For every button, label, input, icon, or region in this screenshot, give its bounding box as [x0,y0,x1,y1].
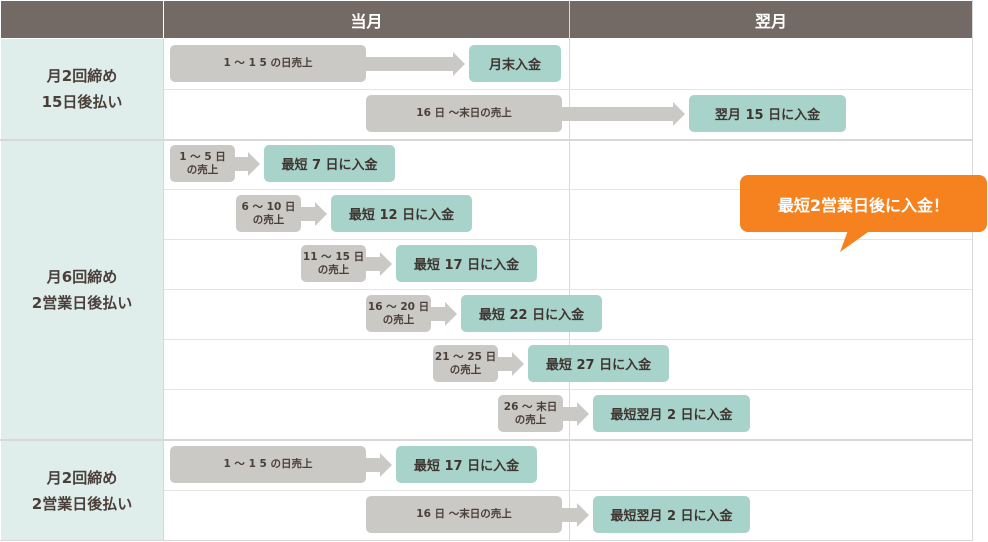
arrow-right-icon [561,503,589,527]
payment-box: 翌月 15 日に入金 [689,95,846,132]
arrow-right-icon [562,402,589,426]
sales-period-box: 16 日 ～末日の売上 [366,496,562,533]
arrow-right-icon [430,302,457,326]
row-divider [164,490,972,491]
arrow-right-icon [234,152,260,176]
sales-period-box: 16 ～ 20 日 の売上 [366,295,431,332]
row-divider [164,189,972,190]
arrow-right-icon [561,102,685,126]
row-divider [164,239,972,240]
sales-period-box: 16 日 ～末日の売上 [366,95,562,132]
arrow-right-icon [497,352,524,376]
sales-period-box: 1 ～ 1 5 の日売上 [170,45,366,82]
arrow-right-icon [365,52,465,76]
group-label-2: 月6回締め 2営業日後払い [1,141,163,439]
payment-box: 最短 27 日に入金 [528,345,669,382]
group-label-3: 月2回締め 2営業日後払い [1,441,163,540]
sales-period-box: 21 ～ 25 日 の売上 [433,345,498,382]
payment-box: 月末入金 [469,45,561,82]
sales-period-box: 11 ～ 15 日 の売上 [301,245,366,282]
arrow-right-icon [365,453,392,477]
payment-box: 最短 7 日に入金 [264,145,395,182]
sales-period-box: 1 ～ 5 日 の売上 [170,145,235,182]
divider [163,38,164,540]
payment-box: 最短 22 日に入金 [461,295,602,332]
payment-box: 最短翌月 2 日に入金 [593,496,750,533]
group-divider [0,439,972,441]
callout-bubble: 最短2営業日後に入金！ [740,175,987,232]
payment-box: 最短翌月 2 日に入金 [593,395,750,432]
group-label-1: 月2回締め 15日後払い [1,39,163,139]
row-divider [164,89,972,90]
arrow-right-icon [365,252,392,276]
bottom-border [0,540,973,541]
sales-period-box: 1 ～ 1 5 の日売上 [170,446,366,483]
group-divider [0,139,972,141]
arrow-right-icon [300,202,327,226]
payment-box: 最短 17 日に入金 [396,245,537,282]
sales-period-box: 26 ～ 末日 の売上 [498,395,563,432]
sales-period-box: 6 ～ 10 日 の売上 [236,195,301,232]
payment-box: 最短 17 日に入金 [396,446,537,483]
month-divider [569,0,570,540]
header-current-month: 当月 [164,1,569,38]
header-corner [1,1,163,38]
row-divider [164,339,972,340]
divider [972,0,973,540]
payment-box: 最短 12 日に入金 [331,195,472,232]
header-next-month: 翌月 [570,1,972,38]
row-divider [164,289,972,290]
row-divider [164,389,972,390]
